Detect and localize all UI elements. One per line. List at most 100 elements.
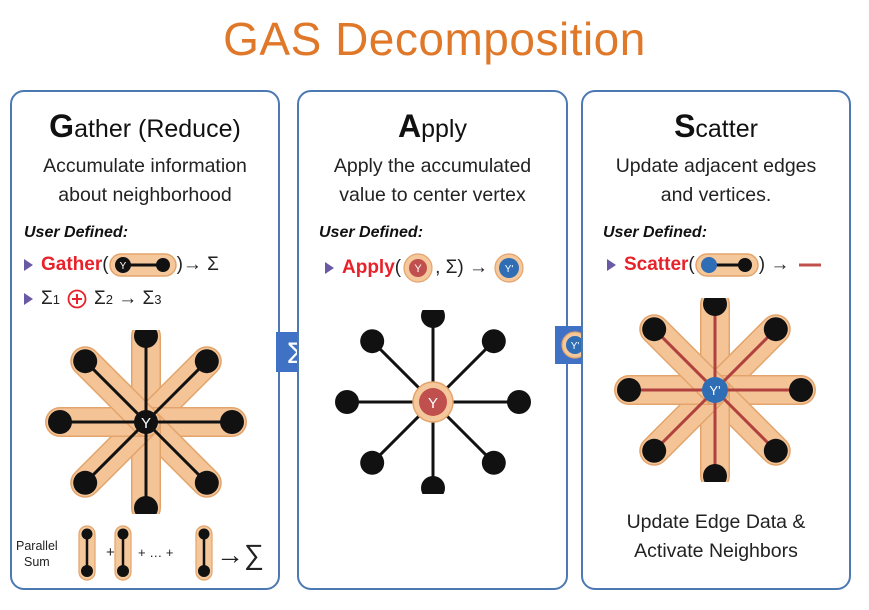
gather-description: Accumulate information about neighborhoo… [12,152,278,210]
gather-edge [144,420,208,484]
scatter-center-vertex [702,377,728,403]
scatter-panel: Scatter Update adjacent edges and vertic… [581,90,851,590]
blue-vertex-icon-text: Y' [505,264,514,275]
scatter-fn-result: → [765,254,790,275]
apply-neighbor-vertex [421,310,445,328]
scatter-edge [653,328,717,392]
scatter-function-formula: Scatter( ) → [607,252,825,278]
gather-center-vertex [134,410,158,434]
scatter-edge [713,328,777,392]
scatter-note-line2: Activate Neighbors [634,540,798,562]
apply-fn-args: , Σ) [435,257,464,278]
vertex-transfer-arrow-text: Y' [571,341,580,352]
updated-edge-icon [799,263,822,267]
gather-function-formula: Gather( Y ) → Σ [24,252,219,278]
parallel-plus-text: + [106,544,115,561]
gather-fn-result: → Σ [182,254,219,275]
scatter-center-vertex-label: Y' [709,383,720,398]
apply-neighbor-vertex [481,329,506,354]
gather-neighbor-vertex [220,410,244,434]
apply-neighbor-vertex [335,390,359,414]
apply-fn-result: → [463,257,489,278]
apply-heading-initial: A [398,108,422,144]
apply-panel: Apply Apply the accumulated value to cen… [297,90,568,590]
parallel-edge-n [195,525,213,581]
scatter-edge-pill-icon [695,253,759,277]
gather-center-vertex-label: Y [141,415,151,432]
gather-neighbor-vertex [134,496,158,514]
apply-desc-line2: value to center vertex [339,184,526,206]
apply-fn-open: ( [394,257,402,278]
sum-arrow: → [112,288,143,309]
parallel-sum-diagram: + + … + →∑ [78,525,264,581]
gather-fn-open: ( [102,254,109,275]
apply-star-graph: Y [335,310,531,494]
scatter-star-graph: Y' [614,298,816,482]
gather-edge [84,420,148,484]
scatter-bottom-note: Update Edge Data & Activate Neighbors [583,508,849,566]
gather-edge [84,360,148,424]
apply-center-vertex-label: Y [428,395,438,412]
apply-center-vertex [419,388,447,416]
gather-neighbor-vertex [134,330,158,348]
apply-function-name: Apply [342,257,395,278]
scatter-edge [713,388,777,452]
scatter-neighbor-vertex [763,438,788,463]
apply-neighbor-vertex [360,329,385,354]
gather-neighbor-vertex [194,349,219,374]
scatter-fn-open: ( [688,254,695,275]
scatter-neighbor-vertex [642,438,667,463]
bullet-triangle-icon [24,259,33,271]
sum-term-1: Σ [41,288,53,309]
gather-function-name: Gather [41,254,103,275]
red-vertex-icon: Y [403,253,433,283]
parallel-result-text: →∑ [216,539,264,570]
parallel-label-line1: Parallel [16,539,58,553]
circled-plus-icon [67,289,87,309]
scatter-desc-line2: and vertices. [660,184,772,206]
gather-neighbor-vertex [48,410,72,434]
parallel-ellipsis-text: + … + [138,545,173,560]
scatter-desc-line1: Update adjacent edges [615,155,817,177]
scatter-function-name: Scatter [624,254,689,275]
page-title: GAS Decomposition [223,13,646,65]
scatter-neighbor-vertex [617,378,641,402]
gather-fn-close: ) [176,254,183,275]
gather-heading-suffix: (Reduce) [131,115,241,143]
scatter-fn-close: ) [758,254,766,275]
parallel-edge-1 [78,525,96,581]
apply-neighbor-vertex [360,450,385,475]
blue-vertex-icon: Y' [494,253,524,283]
edge-pill-vertex-text: Y [119,261,126,272]
scatter-heading-initial: S [674,108,696,144]
gather-edge [144,360,208,424]
parallel-label-line2: Sum [23,555,50,569]
scatter-neighbor-vertex [763,317,788,342]
parallel-edge-2 [114,525,132,581]
sum-term-3: Σ [142,288,155,309]
apply-desc-line1: Apply the accumulated [333,155,532,177]
gather-panel: Gather (Reduce) Accumulate information a… [10,90,280,590]
scatter-neighbor-vertices [617,298,813,482]
apply-neighbor-vertices [335,310,531,494]
scatter-description: Update adjacent edges and vertices. [583,152,849,210]
scatter-neighbor-vertex [703,298,727,316]
gather-neighbor-vertex [194,470,219,495]
sum-term-2: Σ [93,288,106,309]
scatter-edge [653,388,717,452]
apply-neighbor-vertex [507,390,531,414]
bullet-triangle-icon [24,293,33,305]
scatter-neighbor-vertex [703,464,727,482]
gather-desc-line2: about neighborhood [58,184,232,206]
bullet-triangle-icon [607,259,616,271]
scatter-heading: Scatter [583,108,849,145]
scatter-user-defined-label: User Defined: [603,224,708,241]
scatter-neighbor-vertex [642,317,667,342]
gather-user-defined-label: User Defined: [24,224,129,241]
gather-heading-initial: G [49,108,75,144]
apply-function-formula: Apply( Y , Σ) → Y' [325,252,526,284]
gather-neighbor-vertex [73,470,98,495]
bullet-triangle-icon [325,262,334,274]
apply-user-defined-label: User Defined: [319,224,424,241]
